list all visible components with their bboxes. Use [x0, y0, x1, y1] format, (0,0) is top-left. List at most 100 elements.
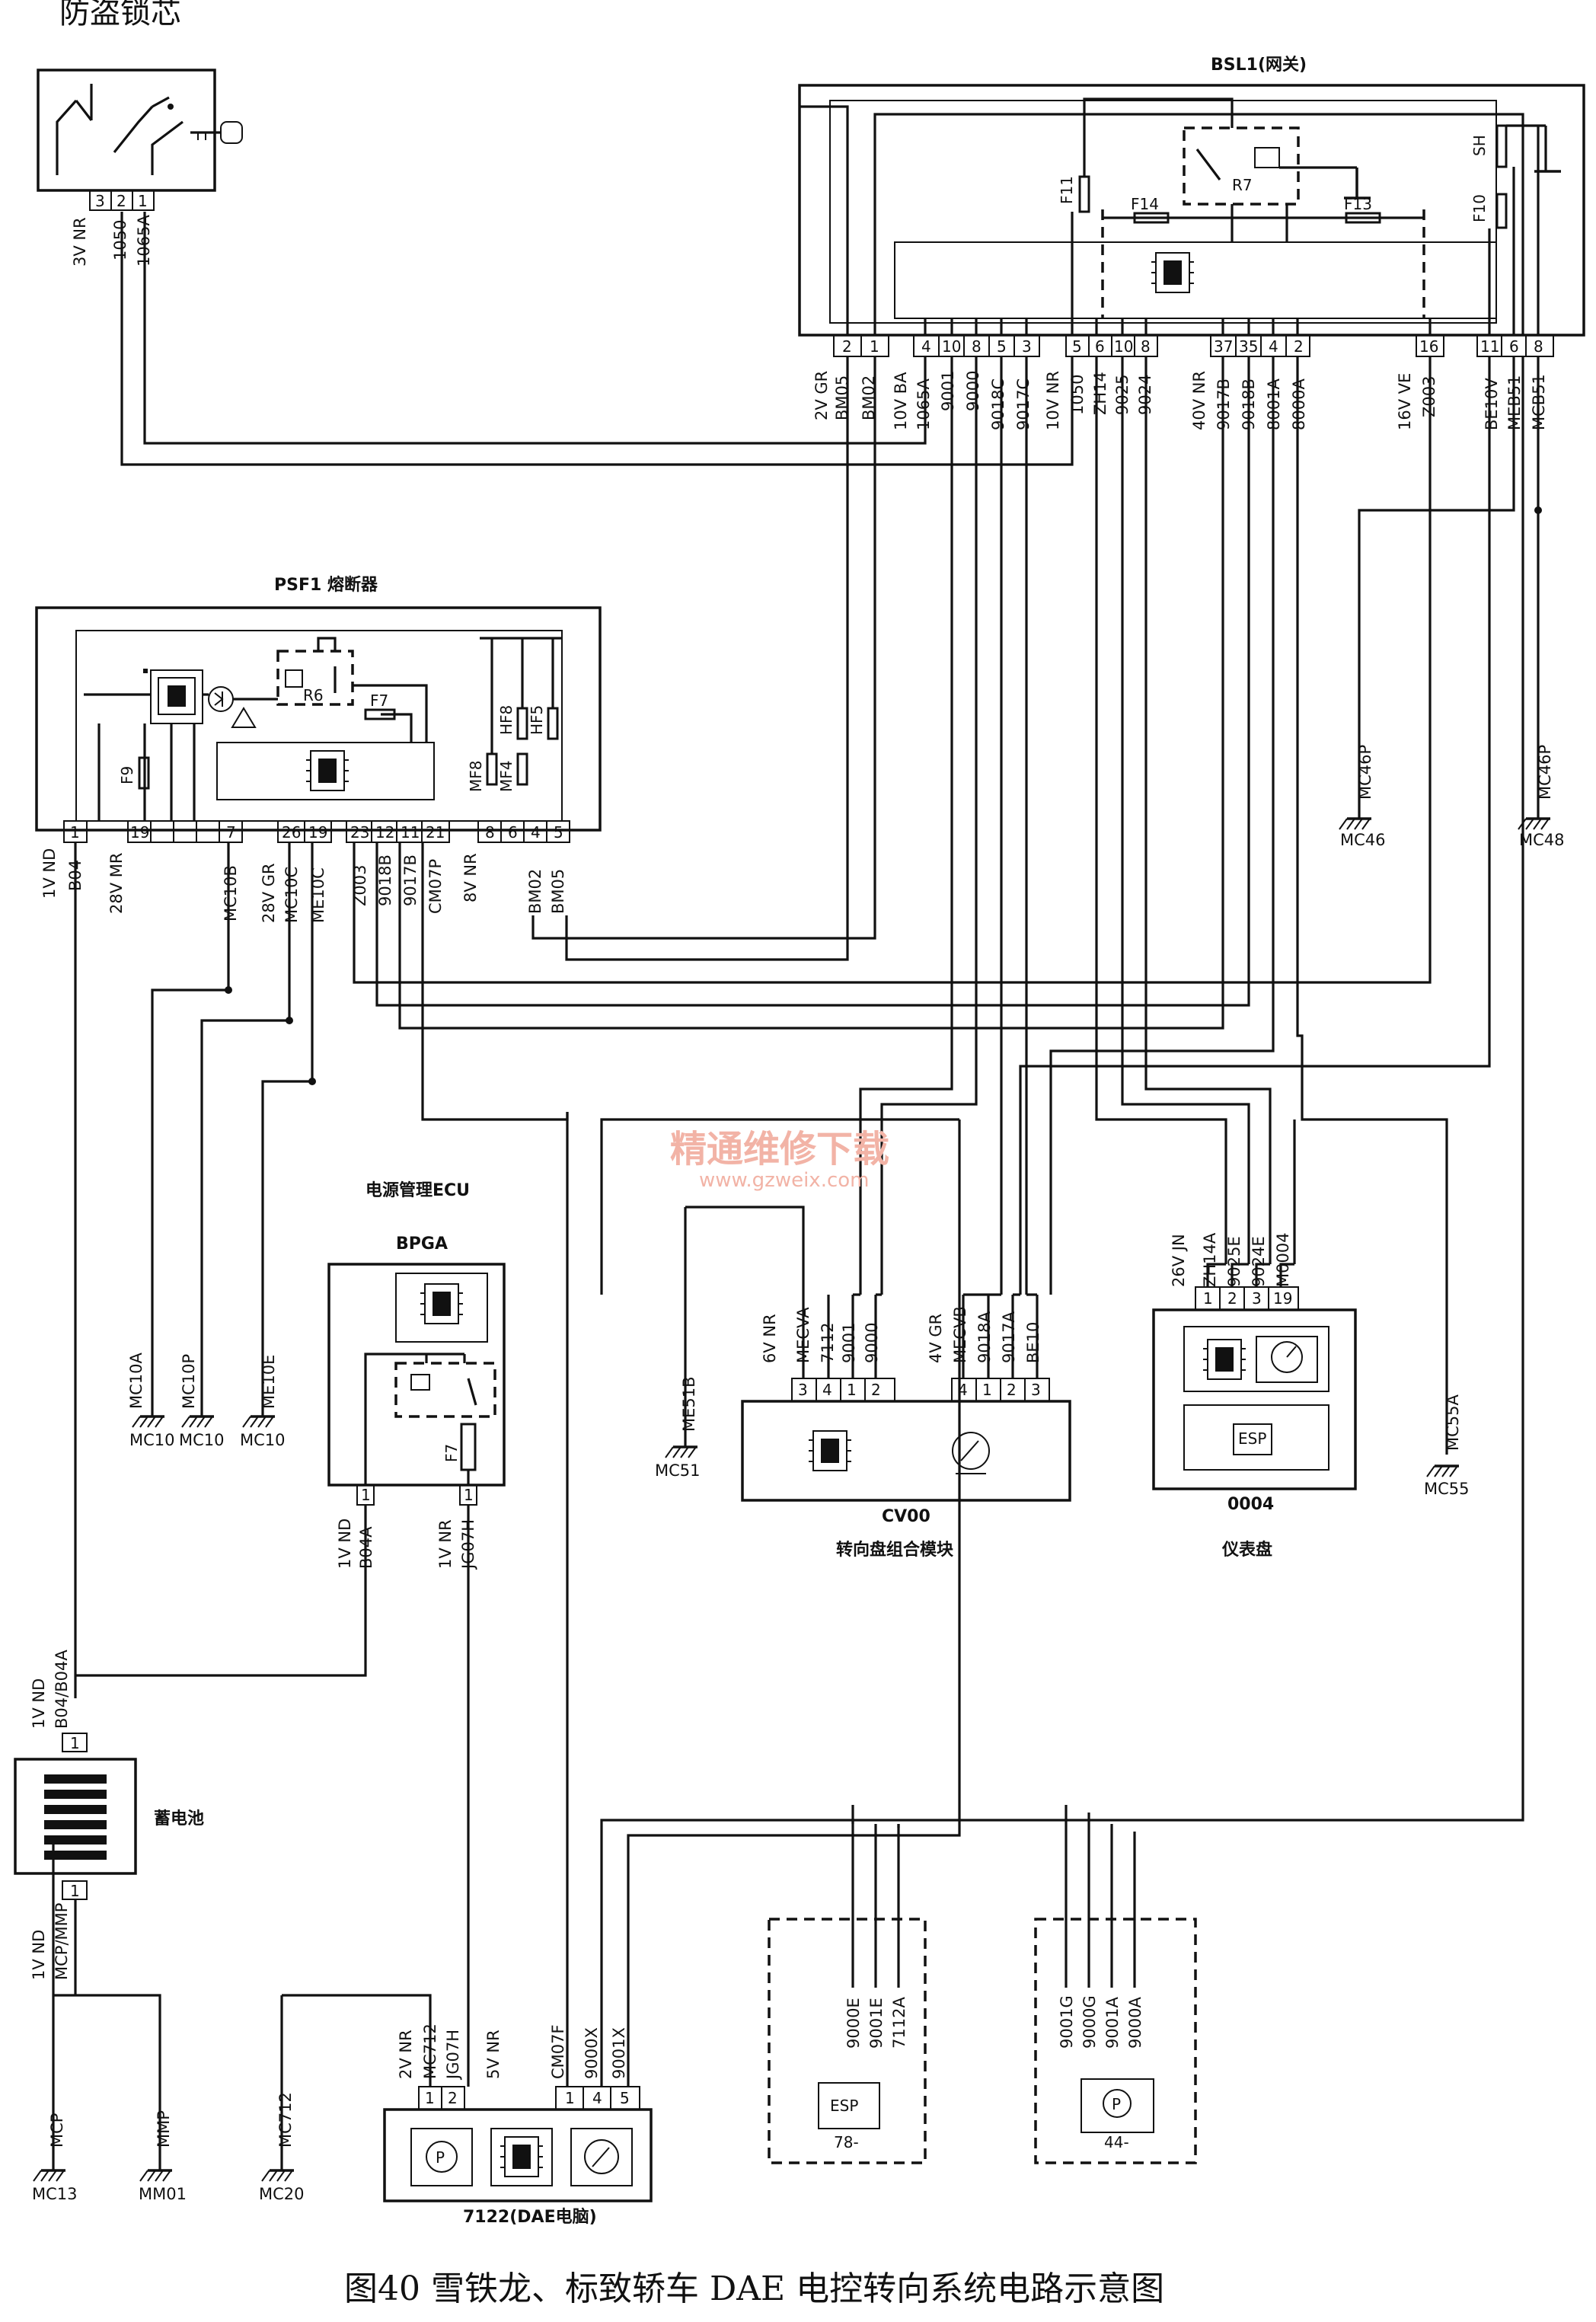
connector-spec: 40V NR: [1190, 371, 1208, 430]
instrument-cluster: 1 2 3 19 ESP 26V JN ZH14A 9025E 9024E M0…: [1152, 1232, 1357, 1560]
wire-label: MC10C: [282, 867, 301, 923]
pin-label: 1: [70, 823, 80, 842]
bsl1-wire-labels: 2V GR BM05 BM02 10V BA 1065A 9001 9000 9…: [812, 371, 1548, 430]
motor-icon: P: [410, 2128, 473, 2186]
wire-label: MMP: [155, 2110, 173, 2148]
lock-pin: 3: [95, 192, 105, 210]
wire-label: 9001A: [1103, 1997, 1122, 2049]
pin-label: 3: [1022, 337, 1032, 356]
wire-label: 9001G: [1058, 1995, 1076, 2049]
pin-label: 35: [1239, 337, 1258, 356]
svg-text:P: P: [1112, 2095, 1121, 2113]
connector-spec: 16V VE: [1396, 373, 1414, 430]
wire-label: 9000E: [844, 1998, 863, 2049]
psf1-connector-c: 26 19: [277, 820, 332, 843]
relay-r6: R6: [303, 686, 324, 704]
fuse-f7: F7: [442, 1444, 461, 1462]
wire-label: 9000X: [583, 2027, 601, 2079]
wire-label: 9001: [939, 371, 957, 411]
connector-spec: 8V NR: [461, 853, 480, 902]
wire-label: 9001X: [610, 2027, 628, 2079]
pin-label: 12: [375, 823, 394, 842]
pin-label: 2: [871, 1381, 881, 1399]
psf1-connector-b: 19 7: [127, 820, 243, 843]
pin-label: 4: [592, 2089, 602, 2107]
bpga-power-ecu: 电源管理ECU BPGA F7 1 1 1V ND B04A 1V NR JG0…: [75, 1180, 506, 2087]
connector-spec: 6V NR: [761, 1314, 779, 1363]
ground-mc51: ME51B MC51: [655, 1207, 701, 1480]
wire-label: 9000A: [1126, 1997, 1144, 2049]
connector-spec: 1V ND: [336, 1519, 354, 1569]
battery-label: 蓄电池: [154, 1809, 204, 1829]
connector-spec: 4V GR: [927, 1314, 945, 1363]
wire-label: CM07P: [426, 859, 445, 914]
pin-label: 3: [1252, 1289, 1262, 1308]
pin-label: 8: [1534, 337, 1543, 356]
esp-badge: ESP: [830, 2097, 858, 2115]
wire-label: CM07F: [549, 2024, 567, 2079]
module-name: 7122(DAE电脑): [463, 2207, 597, 2227]
pin-label: 1: [70, 1882, 80, 1900]
wire-label: MC10B: [222, 865, 240, 921]
pin-label: 5: [620, 2089, 630, 2107]
pin-label: 4: [822, 1381, 832, 1399]
pin-label: 1: [982, 1381, 992, 1399]
ground-mc10p: MC10P MC10: [179, 1354, 225, 1449]
wire-label: 9017B: [401, 854, 420, 906]
connector-spec: 10V NR: [1044, 371, 1062, 430]
wire-label: BM05: [549, 869, 567, 914]
wire-label: ZH14A: [1201, 1232, 1219, 1287]
ground-label: MC20: [259, 2185, 305, 2203]
gauge-icon: [570, 2128, 633, 2186]
pin-label: 2: [1007, 1381, 1017, 1399]
ground-label: MC10: [179, 1431, 225, 1449]
wire-label: ME51B: [680, 1376, 698, 1432]
wire-label: 9001: [840, 1323, 858, 1363]
pin-label: 5: [997, 337, 1007, 356]
connector-spec: 28V MR: [107, 853, 126, 914]
dae-ecu: 1 2 1 4 5 P 2V NR MC712 JG07H 5V NR CM07…: [383, 2023, 653, 2227]
pin-label: 23: [350, 823, 369, 842]
wire-label: 9001E: [867, 1998, 886, 2049]
connector-spec: 1V ND: [40, 848, 59, 899]
ground-mc20: MC712 MC20: [259, 1994, 432, 2203]
wire-label: 9017C: [1014, 378, 1033, 430]
wire-label: MC10A: [127, 1352, 145, 1409]
wire-label: MC712: [421, 2023, 439, 2079]
psf1-connector-d: 23 12 11 21: [346, 820, 450, 843]
pin-label: 2: [1227, 1289, 1237, 1308]
fuse-f14: F14: [1131, 195, 1159, 213]
connector-spec: 28V GR: [260, 863, 278, 923]
pin-label: 16: [1419, 337, 1438, 356]
anti-theft-lock: 3 2 1 3V NR 1050 1065A: [37, 69, 243, 267]
gauge-icon: [952, 1432, 990, 1474]
wire-label: BM02: [526, 869, 544, 914]
pin-label: 1: [464, 1486, 474, 1504]
pin-label: 19: [308, 823, 327, 842]
wire-label: 7112A: [890, 1997, 908, 2049]
pin-label: 1: [847, 1381, 857, 1399]
pin-label: 1: [870, 337, 879, 356]
wire-label: 8000A: [1290, 378, 1308, 430]
ground-mc13: MCP MC13: [32, 1843, 78, 2203]
psf1-wire-labels: 1V ND B04 28V MR MC10B 28V GR MC10C ME10…: [40, 848, 567, 923]
bsl1-connector-f: 11 6 8: [1476, 334, 1554, 357]
ground-label: MC55: [1424, 1480, 1470, 1498]
battery: 1 1V ND B04/B04A 蓄电池 1 1V ND MCP/MMP: [14, 1650, 204, 2011]
pin-label: 8: [1141, 337, 1151, 356]
ground-mc48: MC46P MC48: [1517, 745, 1565, 849]
module-id: 44-: [1104, 2133, 1129, 2151]
wire-label: MC46P: [1536, 745, 1554, 800]
pin-label: 3: [1031, 1381, 1041, 1399]
connector-spec: 5V NR: [484, 2030, 503, 2079]
connector-spec: 2V GR: [812, 371, 831, 420]
wire-label: MCP: [48, 2113, 66, 2148]
wire-label: B04/B04A: [53, 1650, 71, 1729]
pin-label: 10: [1114, 337, 1133, 356]
wire-label: 9000G: [1080, 1995, 1099, 2049]
module-name: 转向盘组合模块: [836, 1540, 954, 1560]
bsl1-connector-a: 2 1: [833, 334, 889, 357]
pin-label: 26: [282, 823, 301, 842]
fuse-mf8: MF8: [467, 761, 485, 792]
